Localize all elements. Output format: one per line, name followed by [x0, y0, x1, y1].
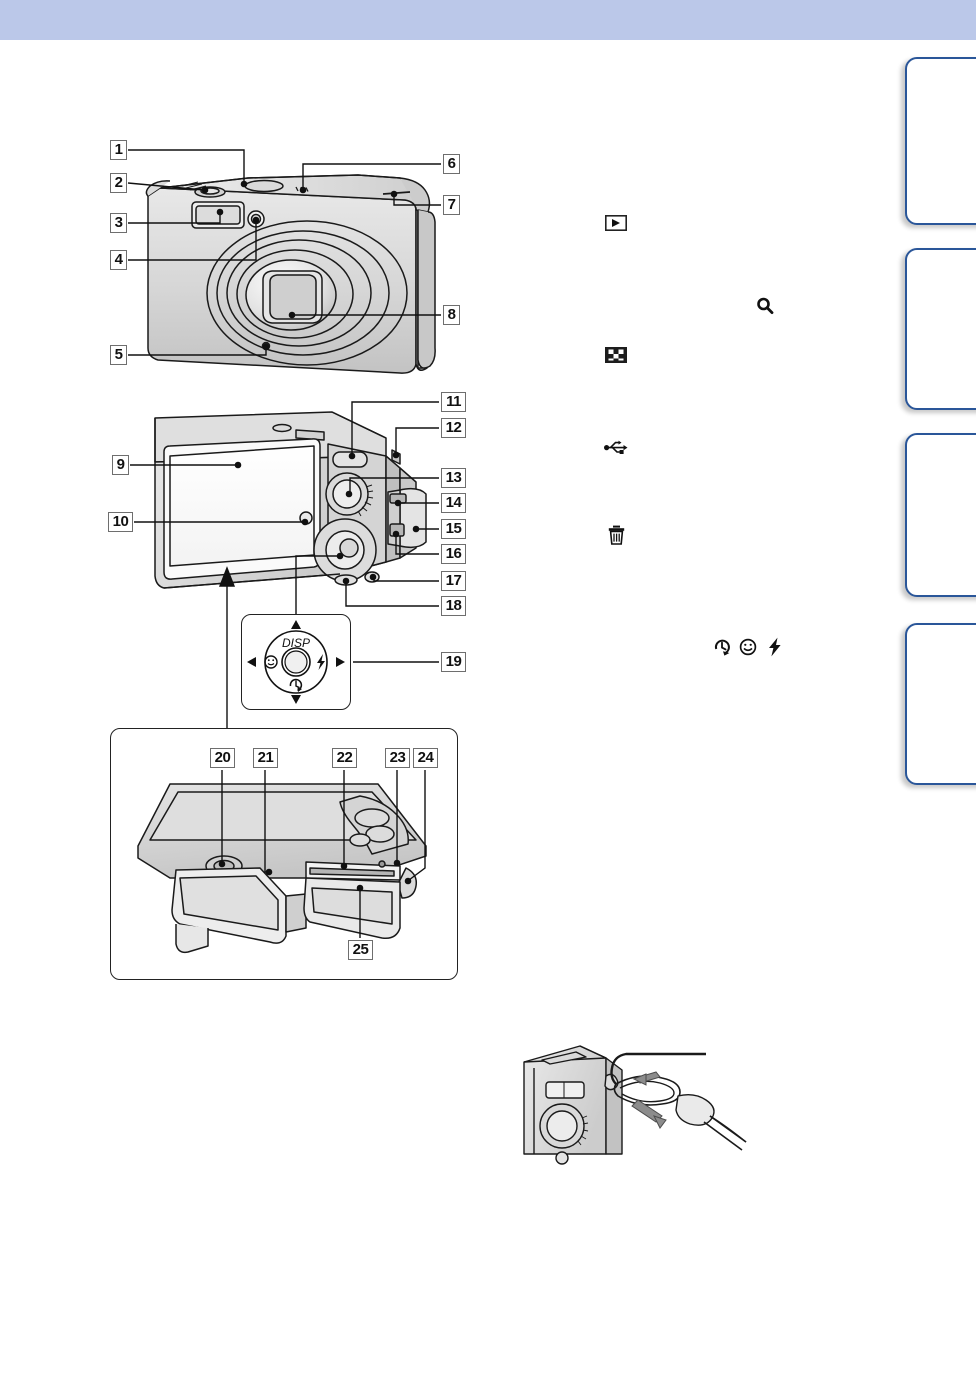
callout-12: 12: [441, 418, 466, 438]
callout-21: 21: [253, 748, 278, 768]
usb-icon: [604, 438, 628, 461]
callout-2: 2: [110, 173, 127, 193]
callout-18: 18: [441, 596, 466, 616]
magnifier-icon: [756, 297, 774, 320]
wheel-left-arrow: [247, 657, 256, 667]
self-timer-icon: [713, 638, 731, 661]
camera-bottom-illustration: [137, 783, 427, 954]
callout-4: 4: [110, 250, 127, 270]
callout-20: 20: [210, 748, 235, 768]
side-tab-2-label: [907, 250, 919, 266]
callout-7: 7: [443, 195, 460, 215]
callout-1: 1: [110, 140, 127, 160]
camera-bottom-view: 20 21 22 23 24 25: [110, 728, 458, 980]
camera-back-view: DISP 9 10 11 12 13 14 15: [100, 390, 480, 730]
camera-front-view: 1 2 3 4 5 6 7 8: [100, 130, 480, 380]
callout-15: 15: [441, 519, 466, 539]
wheel-disp-label: DISP: [282, 636, 310, 650]
callout-23: 23: [385, 748, 410, 768]
callout-14: 14: [441, 493, 466, 513]
callout-16: 16: [441, 544, 466, 564]
callout-24: 24: [413, 748, 438, 768]
wheel-smile-icon: [264, 655, 278, 669]
smile-shutter-icon: [739, 638, 757, 661]
callout-5: 5: [110, 345, 127, 365]
wheel-flash-icon: [317, 654, 325, 670]
camera-front-illustration: [145, 174, 436, 374]
callout-3: 3: [110, 213, 127, 233]
wheel-self-timer-icon: [289, 678, 303, 692]
callout-22: 22: [332, 748, 357, 768]
callout-13: 13: [441, 468, 466, 488]
side-tab-3-label: [907, 435, 919, 451]
control-wheel-detail: DISP: [247, 620, 345, 704]
wrist-strap-attachment: [520, 1030, 750, 1170]
callout-10: 10: [108, 512, 133, 532]
side-tab-4-label: [907, 625, 919, 641]
wrist-strap-illustration: [523, 1045, 747, 1165]
callout-25: 25: [348, 940, 373, 960]
front-view-leader-lines: [127, 149, 441, 356]
side-tab-2[interactable]: [905, 248, 976, 410]
callout-8: 8: [443, 305, 460, 325]
callout-17: 17: [441, 571, 466, 591]
page-header-banner: [0, 0, 976, 40]
side-tab-4[interactable]: [905, 623, 976, 785]
wheel-right-arrow: [336, 657, 345, 667]
side-tab-3[interactable]: [905, 433, 976, 597]
trash-icon: [608, 525, 625, 550]
index-icon: [605, 347, 627, 368]
playback-icon: [605, 215, 627, 236]
side-tab-1-label: [907, 59, 919, 75]
callout-6: 6: [443, 154, 460, 174]
back-view-leader-lines: [130, 401, 439, 728]
side-tab-1[interactable]: [905, 57, 976, 225]
bottom-view-leader-lines: [218, 770, 426, 938]
wheel-down-arrow: [291, 695, 301, 704]
callout-9: 9: [112, 455, 129, 475]
flash-icon: [768, 637, 782, 662]
wheel-up-arrow: [291, 620, 301, 629]
callout-19: 19: [441, 652, 466, 672]
callout-11: 11: [441, 392, 466, 412]
